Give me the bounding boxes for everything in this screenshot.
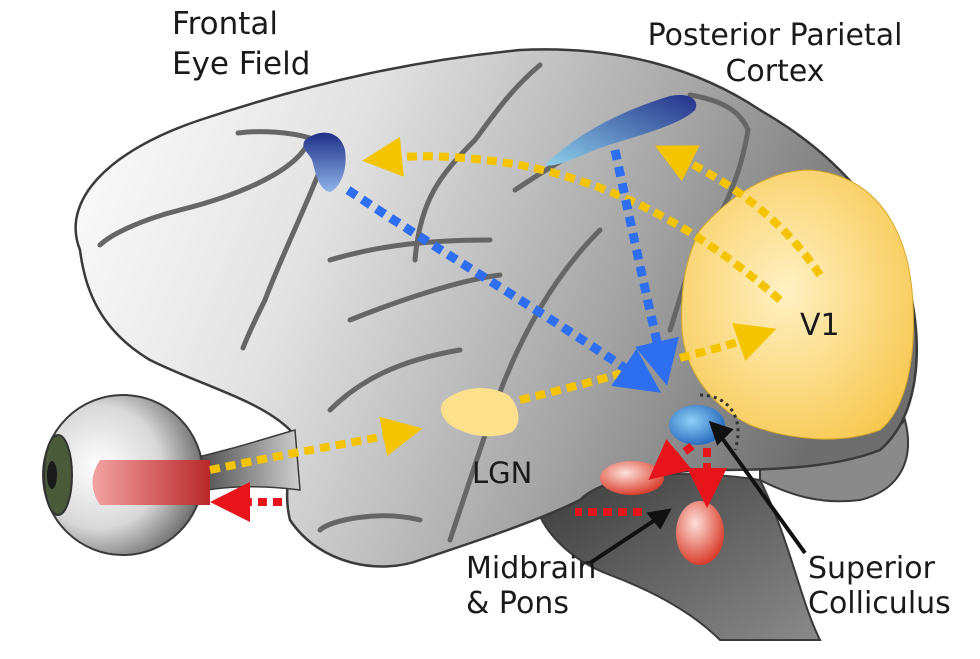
label-v1: V1	[800, 308, 840, 343]
label-superior-colliculus-line-1: Superior	[808, 551, 935, 586]
pointer-superior-colliculus-head	[708, 420, 734, 446]
pathway-fef-to-sc	[345, 186, 661, 393]
label-frontal-eye-field-line-2: Eye Field	[172, 46, 311, 82]
v1-region	[681, 169, 914, 440]
label-superior-colliculus: Superior Colliculus	[808, 551, 951, 621]
label-ppc-line-2: Cortex	[725, 54, 825, 89]
pathway-center-to-v1	[678, 323, 777, 362]
pathway-eye-to-lgn	[209, 416, 423, 474]
pointer-superior-colliculus	[720, 436, 807, 555]
eye-lens	[43, 434, 73, 516]
label-midbrain-pons-line-1: Midbrain	[466, 551, 597, 586]
label-midbrain-pons: Midbrain & Pons	[466, 551, 596, 621]
midbrain-nucleus	[600, 461, 664, 495]
label-frontal-eye-field-line-1: Frontal	[172, 6, 279, 42]
pathway-v1-to-ppc	[654, 145, 824, 278]
label-frontal-eye-field: Frontal Eye Field	[172, 4, 310, 84]
colliculus-outline	[699, 393, 740, 451]
superior-colliculus-region	[669, 405, 725, 445]
retina-channel	[92, 460, 210, 505]
label-ppc-line-1: Posterior Parietal	[647, 18, 903, 53]
pathway-ppc-to-sc	[610, 149, 679, 386]
eye-pupil	[47, 461, 57, 489]
frontal-eye-field-region	[303, 132, 346, 192]
lgn-region	[440, 388, 519, 437]
label-superior-colliculus-line-2: Colliculus	[808, 586, 951, 621]
pons-nucleus	[676, 501, 724, 565]
pathway-v1-to-fef	[362, 136, 783, 304]
pointer-midbrain-pons	[588, 518, 657, 565]
label-lgn: LGN	[472, 456, 533, 490]
label-posterior-parietal-cortex: Posterior Parietal Cortex	[644, 18, 906, 90]
posterior-parietal-region	[545, 94, 697, 166]
label-midbrain-pons-line-2: & Pons	[466, 586, 569, 621]
pathway-sc-to-midbrain	[648, 438, 695, 480]
label-pointers	[588, 420, 807, 565]
pointer-midbrain-pons-head	[646, 508, 672, 530]
